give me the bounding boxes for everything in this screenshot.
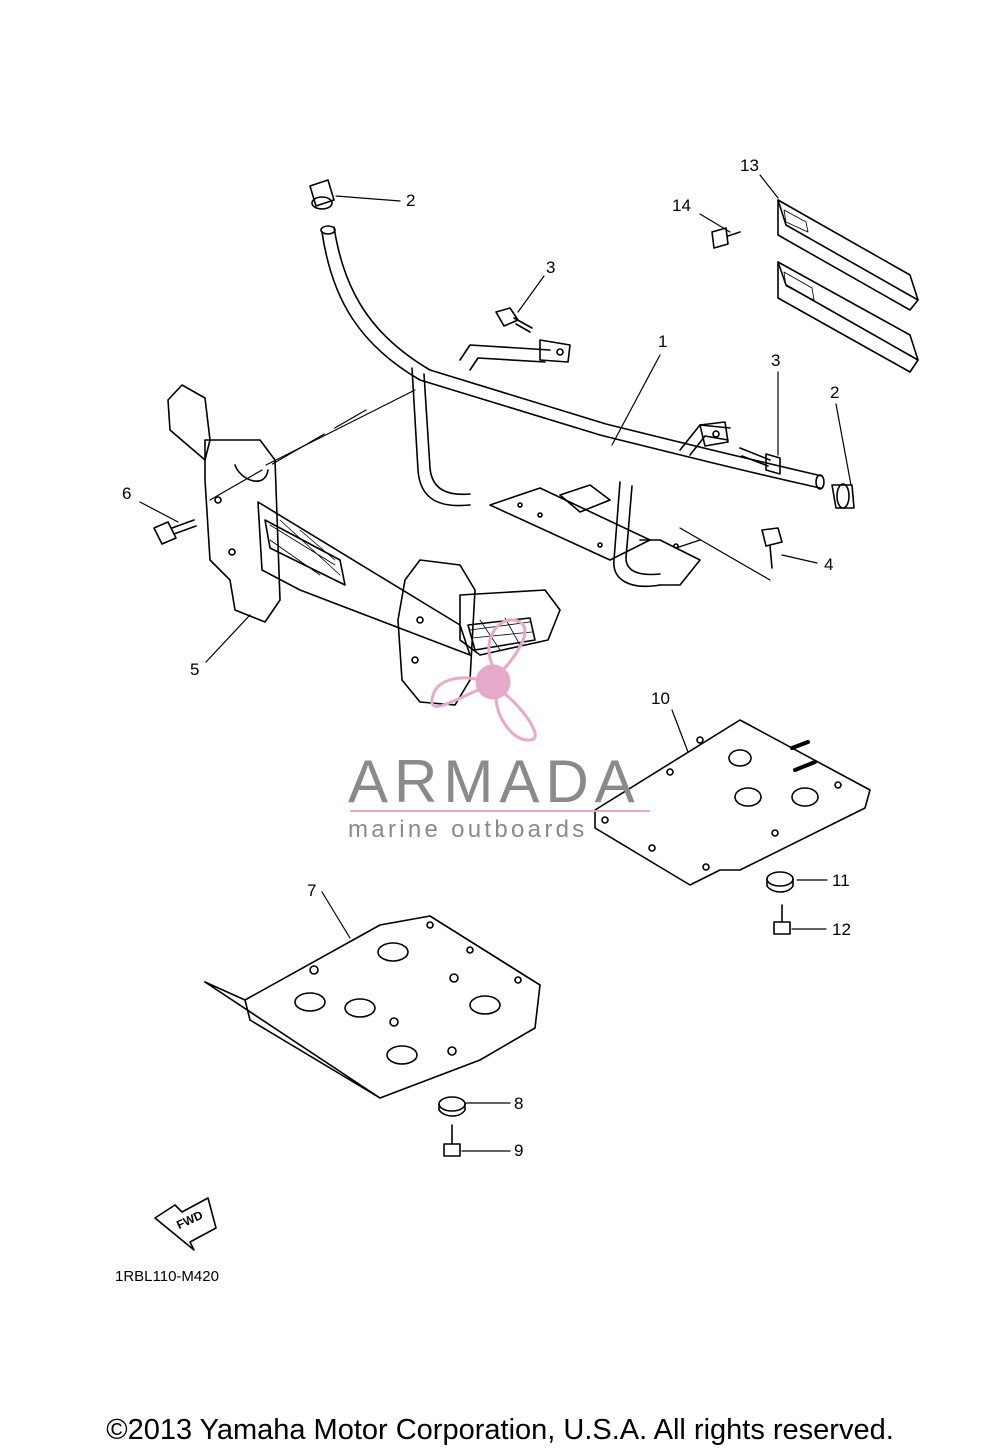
bolt-upper-left (495, 307, 533, 333)
watermark-divider (350, 810, 650, 812)
watermark-propeller-icon (430, 618, 537, 742)
callout-12: 12 (832, 920, 851, 939)
copyright-notice: ©2013 Yamaha Motor Corporation, U.S.A. A… (106, 1414, 894, 1446)
leader-lines (139, 174, 852, 1152)
bolt-12 (773, 904, 791, 935)
callout-14: 14 (672, 196, 691, 215)
callout-2-left: 2 (406, 191, 416, 210)
callout-7: 7 (307, 881, 317, 900)
bolt-9 (443, 1124, 461, 1157)
tube-end-cap-left (309, 179, 335, 210)
grommet-11 (766, 871, 794, 893)
grommet-8 (438, 1096, 466, 1117)
callout-4: 4 (824, 555, 834, 574)
callout-3-right: 3 (771, 351, 781, 370)
callout-10: 10 (651, 689, 670, 708)
bolt-upper-right (739, 447, 781, 475)
callout-5: 5 (190, 660, 200, 679)
tube-end-cap-right (831, 483, 855, 509)
watermark-tagline: marine outboards (348, 816, 588, 843)
callout-1: 1 (658, 332, 668, 351)
screw-4 (761, 527, 783, 569)
clip-14 (711, 227, 741, 249)
screw-6 (153, 519, 197, 545)
fwd-arrow-icon (154, 1197, 217, 1251)
drawing-code: 1RBL110-M420 (115, 1268, 219, 1285)
callout-11: 11 (832, 871, 850, 890)
callout-13: 13 (740, 156, 759, 175)
front-bumper-tube (320, 225, 825, 587)
callout-3-left: 3 (546, 258, 556, 277)
skid-plate-upper (594, 719, 871, 886)
callout-9: 9 (514, 1141, 524, 1160)
watermark-brand-name: ARMADA (348, 748, 641, 815)
skid-plate-lower (204, 915, 541, 1099)
callout-6: 6 (122, 484, 132, 503)
callout-8: 8 (514, 1094, 524, 1113)
callout-2-right: 2 (830, 383, 840, 402)
grille-panel (777, 199, 919, 373)
brush-guard (167, 384, 561, 706)
